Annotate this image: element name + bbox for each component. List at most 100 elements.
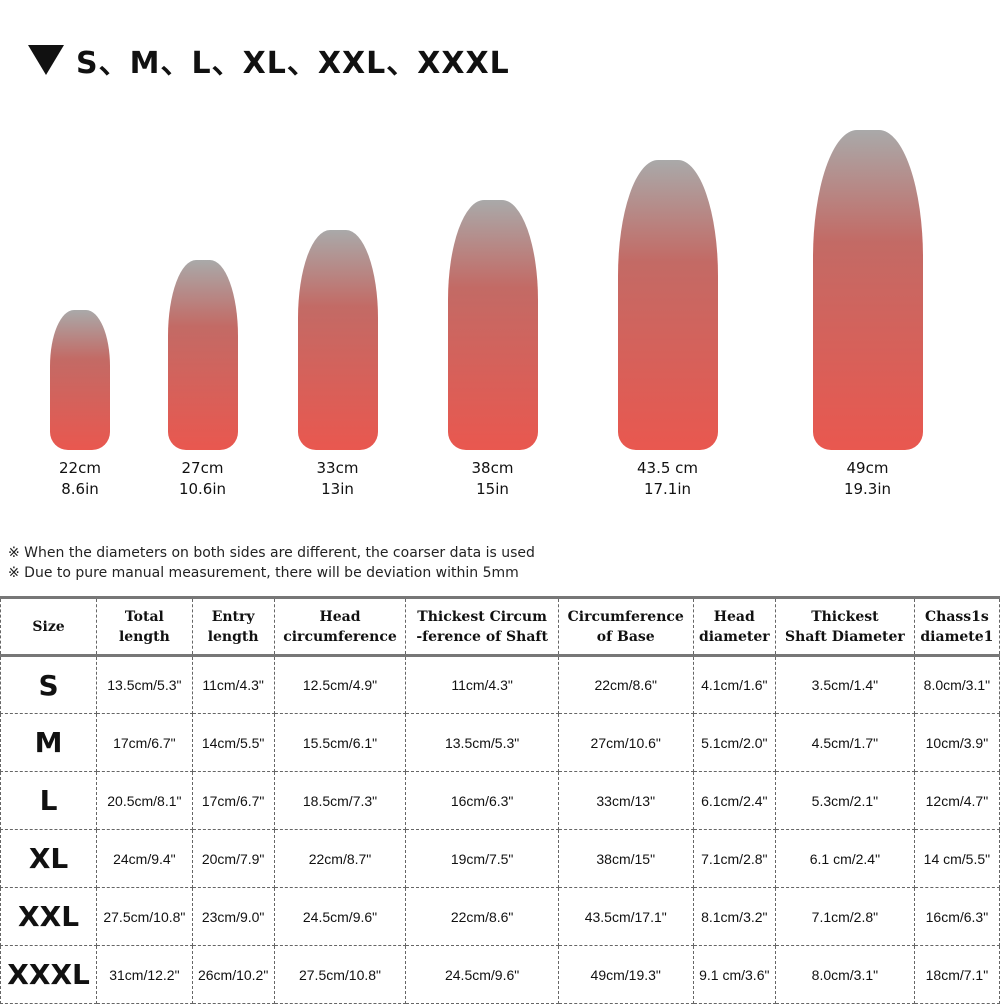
product-m: 27cm 10.6in [140,260,265,500]
table-cell: 6.1cm/2.4" [692,771,776,830]
table-cell: 3.5cm/1.4" [774,655,915,714]
size-label: L [0,771,98,830]
table-cell: 43.5cm/17.1" [557,887,694,946]
size-label: S [0,655,98,714]
base-in: 10.6in [178,480,227,498]
table-cell: 15.5cm/6.1" [273,713,407,772]
base-cm: 27cm [181,459,224,477]
table-cell: 31cm/12.2" [96,945,193,1004]
base-in: 17.1in [643,480,692,498]
table-cell: 5.1cm/2.0" [692,713,776,772]
column-header: Thickest Circum-ference of Shaft [405,597,559,656]
base-cm: 38cm [471,459,514,477]
table-cell: 24cm/9.4" [96,829,193,888]
table-cell: 27.5cm/10.8" [96,887,193,946]
product-image-placeholder [297,230,378,450]
table-cell: 12cm/4.7" [913,771,1000,830]
product-l: 33cm 13in [265,230,410,500]
product-image-placeholder [617,160,718,450]
table-cell: 24.5cm/9.6" [405,945,559,1004]
table-cell: 17cm/6.7" [191,771,275,830]
product-xxl: 43.5 cm 17.1in [575,160,760,500]
table-cell: 12.5cm/4.9" [273,655,407,714]
column-header: Size [0,597,98,656]
size-label: M [0,713,98,772]
table-cell: 27cm/10.6" [557,713,694,772]
table-cell: 22cm/8.7" [273,829,407,888]
table-cell: 16cm/6.3" [913,887,1000,946]
table-cell: 13.5cm/5.3" [96,655,193,714]
note-2: ※ Due to pure manual measurement, there … [8,565,519,581]
size-range-title: S、M、L、XL、XXL、XXXL [28,38,510,82]
table-cell: 24.5cm/9.6" [273,887,407,946]
table-cell: 26cm/10.2" [191,945,275,1004]
product-image-placeholder [167,260,238,450]
table-cell: 38cm/15" [557,829,694,888]
table-cell: 18cm/7.1" [913,945,1000,1004]
product-xxxl: 49cm 19.3in [760,130,975,500]
measurement-notes: ※ When the diameters on both sides are d… [8,543,535,583]
product-image-placeholder [50,310,110,450]
table-cell: 13.5cm/5.3" [405,713,559,772]
table-cell: 5.3cm/2.1" [774,771,915,830]
product-size-lineup: 22cm 8.6in 27cm 10.6in 33cm 13in 38cm 15in 4… [0,100,1000,520]
base-cm: 43.5 cm [636,459,699,477]
size-label: XXXL [0,945,98,1004]
table-cell: 8.1cm/3.2" [692,887,776,946]
product-s: 22cm 8.6in [20,310,140,500]
table-cell: 8.0cm/3.1" [774,945,915,1004]
table-cell: 27.5cm/10.8" [273,945,407,1004]
base-in: 15in [476,480,509,498]
size-label: XL [0,829,98,888]
base-cm: 49cm [846,459,889,477]
table-cell: 33cm/13" [557,771,694,830]
table-cell: 14 cm/5.5" [913,829,1000,888]
table-cell: 9.1 cm/3.6" [692,945,776,1004]
base-cm: 22cm [59,459,101,477]
base-in: 19.3in [843,480,892,498]
base-cm: 33cm [316,459,359,477]
table-cell: 8.0cm/3.1" [913,655,1000,714]
table-cell: 14cm/5.5" [191,713,275,772]
table-cell: 18.5cm/7.3" [273,771,407,830]
table-cell: 17cm/6.7" [96,713,193,772]
table-cell: 10cm/3.9" [913,713,1000,772]
table-cell: 4.5cm/1.7" [774,713,915,772]
table-cell: 11cm/4.3" [405,655,559,714]
base-in: 8.6in [61,480,99,498]
table-cell: 22cm/8.6" [557,655,694,714]
table-cell: 22cm/8.6" [405,887,559,946]
table-cell: 11cm/4.3" [191,655,275,714]
table-cell: 4.1cm/1.6" [692,655,776,714]
table-cell: 23cm/9.0" [191,887,275,946]
title-text: S、M、L、XL、XXL、XXXL [76,46,510,81]
table-cell: 7.1cm/2.8" [692,829,776,888]
product-xl: 38cm 15in [410,200,575,500]
note-1: ※ When the diameters on both sides are d… [8,545,535,561]
table-cell: 16cm/6.3" [405,771,559,830]
base-in: 13in [321,480,354,498]
table-cell: 6.1 cm/2.4" [774,829,915,888]
table-cell: 19cm/7.5" [405,829,559,888]
table-cell: 7.1cm/2.8" [774,887,915,946]
product-image-placeholder [812,130,923,450]
triangle-down-icon [28,45,64,75]
table-cell: 20cm/7.9" [191,829,275,888]
size-label: XXL [0,887,98,946]
table-cell: 20.5cm/8.1" [96,771,193,830]
product-image-placeholder [447,200,538,450]
table-cell: 49cm/19.3" [557,945,694,1004]
